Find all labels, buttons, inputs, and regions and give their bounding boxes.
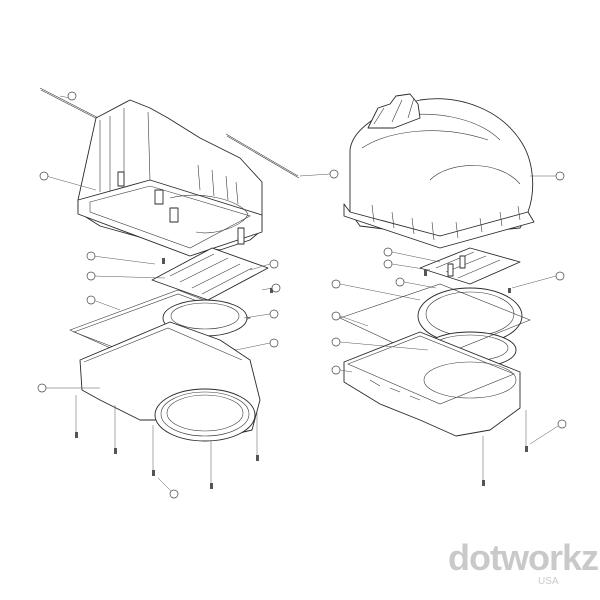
left-screws xyxy=(75,258,273,489)
right-screws xyxy=(424,270,528,486)
callout-marker xyxy=(86,295,96,305)
right-plate-standoff xyxy=(459,255,466,269)
left-base-ring xyxy=(154,388,256,442)
callout-marker xyxy=(331,279,341,289)
right-lower-base xyxy=(343,331,521,437)
left-assembly xyxy=(37,87,281,499)
callout-marker xyxy=(383,259,393,269)
left-housing-post-1 xyxy=(154,189,164,205)
left-ring-top-inner xyxy=(170,302,240,330)
leader-line xyxy=(243,313,271,319)
right-base-body xyxy=(343,331,521,437)
right-callouts xyxy=(331,247,567,445)
left-base-ring-inner xyxy=(160,391,250,437)
callout-marker xyxy=(269,338,279,348)
screw xyxy=(75,432,78,438)
leader-line xyxy=(339,341,429,351)
right-base-rim xyxy=(347,335,515,405)
screw xyxy=(162,258,165,264)
leader-line xyxy=(339,369,353,373)
callout-marker xyxy=(383,247,393,257)
brand-name: dotworkz xyxy=(448,537,599,578)
left-lower-base xyxy=(79,321,261,442)
callout-marker xyxy=(37,383,47,393)
right-plate-body xyxy=(419,247,521,285)
leader-line xyxy=(339,315,369,327)
left-plate-holes xyxy=(169,253,253,295)
left-circuit-plate xyxy=(151,247,269,301)
screw xyxy=(482,480,485,486)
screw xyxy=(256,455,259,461)
right-circuit-plate xyxy=(419,247,521,285)
leader-line xyxy=(261,287,273,291)
leader-line xyxy=(249,263,271,271)
leader-line xyxy=(92,255,156,265)
callout-marker xyxy=(67,91,77,101)
right-assembly xyxy=(225,93,567,486)
dome-flange xyxy=(343,203,535,249)
left-housing-spikes xyxy=(197,164,239,205)
leader-line xyxy=(339,283,421,301)
screw xyxy=(114,448,117,454)
dome-handle-bars xyxy=(373,97,415,125)
callout-marker xyxy=(269,259,279,269)
leader-line xyxy=(92,275,166,279)
callout-marker xyxy=(39,171,49,181)
left-housing-ribs xyxy=(99,108,151,196)
leader-line xyxy=(235,342,271,351)
left-housing-round-end xyxy=(169,194,249,234)
left-housing-post-2 xyxy=(169,207,179,223)
callout-marker xyxy=(331,311,341,321)
leader-line xyxy=(529,425,559,445)
right-base-ring xyxy=(423,361,517,399)
callout-marker xyxy=(86,251,96,261)
callout-marker xyxy=(555,271,565,281)
left-upper-housing xyxy=(77,99,263,257)
leader-line xyxy=(511,275,557,289)
brand-logo: dotworkz USA xyxy=(448,537,599,588)
callout-marker xyxy=(331,365,341,375)
left-housing-rim xyxy=(89,185,251,249)
left-base-rim xyxy=(83,327,243,363)
right-plate-standoff xyxy=(447,263,454,277)
callout-marker xyxy=(271,283,281,293)
brand-sub: USA xyxy=(538,576,559,587)
screw xyxy=(152,470,155,476)
leader-line xyxy=(45,175,97,191)
screw xyxy=(270,288,273,293)
leader-line xyxy=(157,477,173,493)
callout-marker xyxy=(269,309,279,319)
left-callouts xyxy=(37,91,281,499)
screw xyxy=(424,270,427,276)
leader-line xyxy=(391,251,441,263)
left-housing-post-4 xyxy=(117,171,125,187)
callout-marker xyxy=(169,489,179,499)
callout-marker xyxy=(86,271,96,281)
screw xyxy=(525,446,528,452)
left-base-opening xyxy=(166,394,244,432)
leader-line xyxy=(403,281,437,289)
left-housing-post-3 xyxy=(237,227,245,245)
callout-marker xyxy=(557,419,567,429)
right-antenna-rod-edge xyxy=(226,135,300,179)
callout-marker xyxy=(555,171,565,181)
right-base-clips xyxy=(369,379,421,401)
left-plate-body xyxy=(151,247,269,301)
leader-line xyxy=(92,299,121,311)
dome-spikes xyxy=(371,204,521,241)
right-antenna-rod xyxy=(225,133,299,177)
callout-marker xyxy=(395,277,405,287)
callout-marker xyxy=(329,169,339,179)
screw xyxy=(210,483,213,489)
callout-marker xyxy=(331,337,341,347)
right-dome-cover xyxy=(343,93,565,249)
dome-handle xyxy=(367,93,421,129)
leader-line xyxy=(299,173,331,177)
leader-line xyxy=(391,263,431,271)
screw xyxy=(508,288,511,293)
